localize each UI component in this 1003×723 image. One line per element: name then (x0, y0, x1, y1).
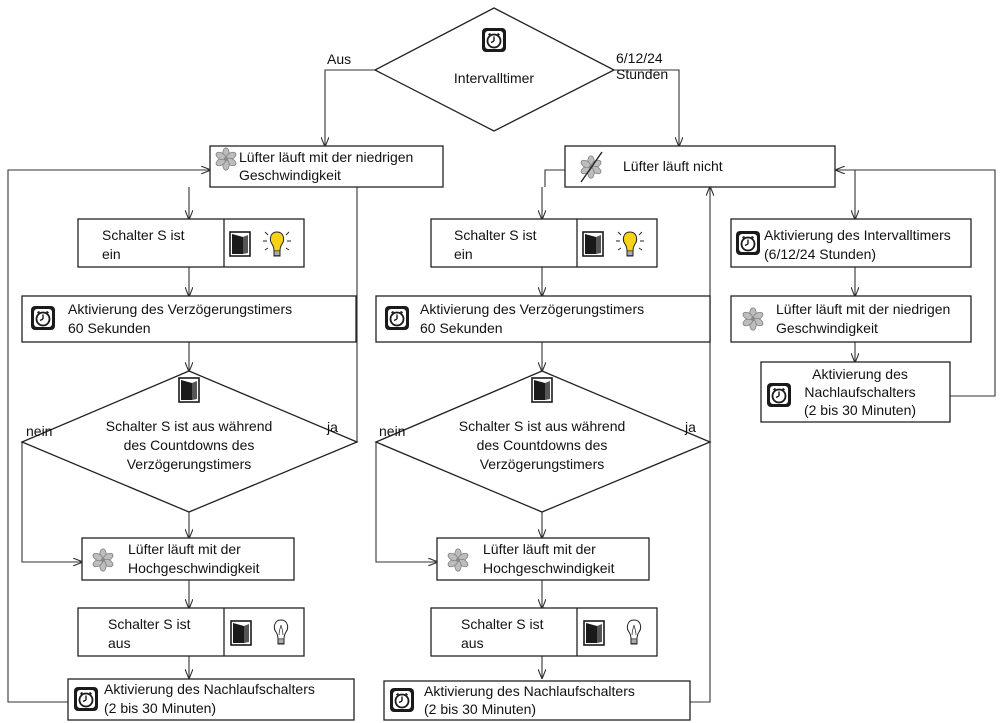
interval-timer-decision: Intervalltimer Aus 6/12/24 Stunden (327, 7, 668, 132)
wall-switch-icon (531, 377, 553, 403)
mid-yes-label: ja (684, 419, 696, 435)
left-overrun-line1: Aktivierung des Nachlaufschalters (104, 681, 315, 697)
stunden-label: Stunden (616, 66, 668, 82)
timer-icon (735, 230, 761, 256)
mid-switch-on-line2: ein (454, 246, 473, 262)
left-fan-low-line2: Geschwindigkeit (239, 167, 341, 183)
aus-label: Aus (327, 51, 351, 67)
left-switch-off-box (77, 607, 305, 657)
wall-switch-icon (582, 231, 604, 257)
left-decision-line1: Schalter S ist aus während (106, 418, 273, 434)
stunden-value-label: 6/12/24 (616, 50, 663, 66)
right-overrun-line3: (2 bis 30 Minuten) (804, 402, 916, 418)
connector-left-loop (7, 170, 210, 703)
left-overrun-line2: (2 bis 30 Minuten) (104, 700, 216, 716)
top-title: Intervalltimer (454, 70, 534, 86)
timer-icon (389, 687, 415, 713)
mid-decision-line3: Verzögerungstimers (480, 456, 605, 472)
timer-icon (481, 27, 507, 53)
wall-switch-icon (229, 231, 251, 257)
connector-right-in (835, 169, 855, 219)
mid-decision-diamond (374, 370, 712, 513)
connector-mid-branch (544, 169, 565, 187)
left-switch-on-line1: Schalter S ist (102, 227, 185, 243)
left-switch-on-line2: ein (102, 246, 121, 262)
timer-icon (766, 382, 792, 408)
mid-fan-off-text: Lüfter läuft nicht (623, 158, 723, 174)
right-fan-low-line2: Geschwindigkeit (776, 320, 878, 336)
top-diamond (373, 7, 616, 132)
mid-overrun-line1: Aktivierung des Nachlaufschalters (424, 683, 635, 699)
mid-switch-off-box (430, 607, 658, 657)
mid-decision-line2: des Countdowns des (477, 437, 608, 453)
connector-stunden (614, 69, 679, 146)
left-delay-line1: Aktivierung des Verzögerungstimers (68, 301, 292, 317)
left-overrun-box (67, 678, 355, 721)
mid-switch-on-box (430, 218, 658, 268)
right-interval-line2: (6/12/24 Stunden) (764, 246, 876, 262)
mid-overrun-line2: (2 bis 30 Minuten) (424, 701, 536, 717)
middle-column: Lüfter läuft nicht Schalter S ist ein Ak… (374, 145, 836, 721)
mid-fan-high-box (436, 537, 650, 581)
left-switch-off-line1: Schalter S ist (108, 616, 191, 632)
left-delay-box (21, 295, 357, 343)
left-decision-diamond (20, 370, 359, 513)
timer-icon (73, 686, 99, 712)
right-interval-box (730, 218, 972, 268)
left-fan-low-line1: Lüfter läuft mit der niedrigen (239, 149, 413, 165)
right-overrun-box (760, 361, 951, 423)
connector-left-nein (21, 442, 82, 562)
mid-delay-line2: 60 Sekunden (420, 320, 503, 336)
left-switch-off-line2: aus (108, 635, 131, 651)
right-overrun-line1: Aktivierung des (812, 366, 908, 382)
right-fan-low-box (730, 295, 972, 343)
timer-icon (30, 305, 56, 331)
mid-no-label: nein (379, 423, 405, 439)
left-fan-high-line2: Hochgeschwindigkeit (128, 560, 260, 576)
connector-mid-nein (375, 442, 437, 562)
wall-switch-icon (230, 620, 252, 646)
left-fan-low-box (209, 145, 444, 188)
timer-icon (384, 305, 410, 331)
connector-right-loop (836, 170, 996, 397)
left-switch-on-box (77, 218, 305, 268)
left-yes-label: ja (326, 419, 338, 435)
left-decision-line3: Verzögerungstimers (127, 456, 252, 472)
mid-delay-box (375, 295, 711, 343)
mid-fan-high-line2: Hochgeschwindigkeit (483, 560, 615, 576)
mid-switch-off-line2: aus (461, 635, 484, 651)
connector-aus (325, 69, 375, 146)
wall-switch-icon (178, 377, 200, 403)
right-overrun-line2: Nachlaufschalters (804, 384, 915, 400)
fan-off-slash (580, 151, 603, 183)
mid-delay-line1: Aktivierung des Verzögerungstimers (420, 301, 644, 317)
mid-fan-off-box (564, 145, 836, 188)
right-column: Aktivierung des Intervalltimers (6/12/24… (730, 218, 972, 423)
mid-switch-off-line1: Schalter S ist (461, 616, 544, 632)
mid-switch-on-line1: Schalter S ist (454, 227, 537, 243)
left-decision-line2: des Countdowns des (124, 437, 255, 453)
connector-mid-overrun (690, 442, 711, 703)
left-fan-high-box (81, 537, 295, 581)
left-column: Lüfter läuft mit der niedrigen Geschwind… (20, 145, 444, 721)
left-fan-high-line1: Lüfter läuft mit der (128, 541, 241, 557)
mid-fan-high-line1: Lüfter läuft mit der (483, 541, 596, 557)
right-fan-low-line1: Lüfter läuft mit der niedrigen (776, 301, 950, 317)
left-no-label: nein (26, 423, 52, 439)
left-delay-line2: 60 Sekunden (68, 320, 151, 336)
mid-decision-line1: Schalter S ist aus während (459, 418, 626, 434)
right-interval-line1: Aktivierung des Intervalltimers (764, 227, 951, 243)
wall-switch-icon (583, 620, 605, 646)
mid-overrun-box (383, 680, 691, 721)
connectors (7, 69, 996, 703)
